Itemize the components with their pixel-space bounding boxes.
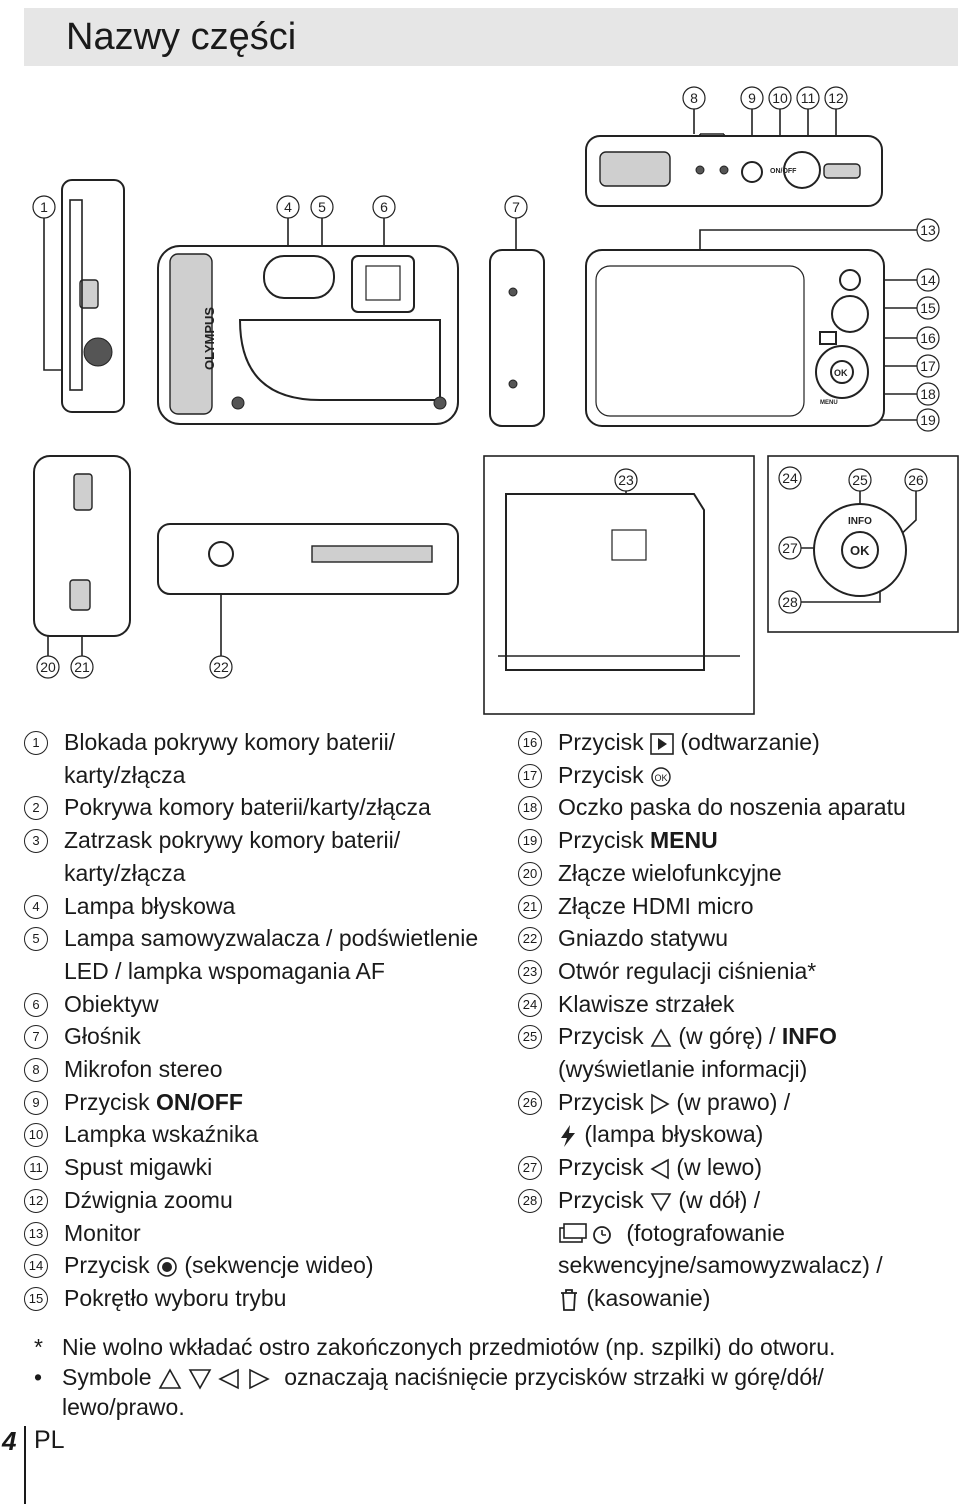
svg-text:OK: OK	[850, 543, 870, 558]
camera-side-left	[61, 179, 125, 413]
camera-battery-door	[33, 455, 131, 637]
svg-text:OLYMPUS: OLYMPUS	[202, 307, 217, 370]
callout-11: 11	[801, 90, 816, 106]
footnote-asterisk: *Nie wolno wkładać ostro zakończonych pr…	[34, 1334, 836, 1360]
callout-25: 25	[852, 472, 868, 488]
callout-17: 17	[920, 358, 936, 374]
callout-8: 8	[690, 90, 698, 106]
title-bar: Nazwy części	[24, 8, 958, 66]
page-title: Nazwy części	[66, 16, 297, 58]
callout-12: 12	[828, 90, 844, 106]
callout-6: 6	[380, 199, 388, 215]
pressure-hole-detail	[483, 455, 755, 715]
camera-back: OK MENU	[585, 249, 885, 427]
camera-bottom	[157, 523, 459, 595]
play-icon	[650, 733, 674, 755]
callout-10: 10	[772, 90, 788, 106]
up-arrow-icon	[650, 1028, 672, 1048]
trash-icon	[561, 1288, 577, 1311]
svg-text:MENU: MENU	[820, 400, 838, 406]
callout-13: 13	[920, 222, 936, 238]
svg-text:OK: OK	[834, 368, 848, 378]
svg-text:INFO: INFO	[848, 516, 872, 527]
arrow-pad-detail: OK INFO	[767, 455, 959, 633]
callout-24: 24	[782, 470, 798, 486]
svg-text:ON/OFF: ON/OFF	[770, 168, 797, 175]
flash-icon	[561, 1125, 575, 1148]
callout-20: 20	[40, 659, 56, 675]
arrow-symbols-icon	[158, 1368, 270, 1390]
sequential-selftimer-icon	[559, 1223, 611, 1245]
callout-5: 5	[318, 199, 326, 215]
callout-16: 16	[920, 330, 936, 346]
callout-7: 7	[512, 199, 520, 215]
callout-18: 18	[920, 386, 936, 402]
callout-1: 1	[40, 199, 48, 215]
callout-23: 23	[618, 472, 634, 488]
ok-icon: OK	[651, 766, 671, 787]
camera-illustrations: .ln { stroke:#222; stroke-width:1.6; fil…	[32, 86, 959, 715]
svg-text:OK: OK	[654, 773, 667, 783]
callout-22: 22	[213, 659, 229, 675]
callout-14: 14	[920, 272, 936, 288]
camera-side-right	[489, 249, 545, 427]
callout-27: 27	[782, 540, 798, 556]
callout-28: 28	[782, 594, 798, 610]
footnote-bullet: •Symbole oznaczają naciśnięcie przyciskó…	[34, 1364, 824, 1420]
callout-26: 26	[908, 472, 924, 488]
footnotes: *Nie wolno wkładać ostro zakończonych pr…	[34, 1332, 934, 1422]
callout-9: 9	[748, 90, 756, 106]
camera-top: ON/OFF	[585, 135, 883, 207]
callout-15: 15	[920, 300, 936, 316]
movie-record-icon	[157, 1257, 177, 1277]
callout-21: 21	[74, 659, 90, 675]
language-code: PL	[34, 1426, 65, 1454]
right-arrow-icon	[651, 1093, 670, 1115]
down-arrow-icon	[650, 1192, 672, 1212]
camera-front: OLYMPUS	[157, 245, 459, 425]
left-arrow-icon	[650, 1158, 669, 1180]
callout-4: 4	[284, 199, 292, 215]
page-number: 4	[2, 1426, 17, 1456]
footer-divider	[24, 1426, 26, 1504]
callout-19: 19	[920, 412, 936, 428]
